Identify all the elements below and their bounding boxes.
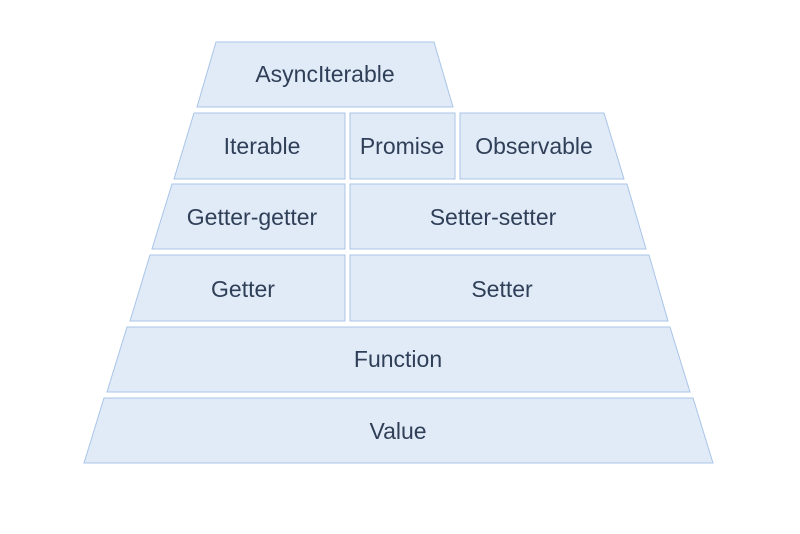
block-value-shape <box>83 397 714 464</box>
block-observable-label: Observable <box>475 133 593 159</box>
block-setter-setter-label: Setter-setter <box>430 204 557 230</box>
block-observable: Observable <box>459 112 625 180</box>
block-asynciterable-shape <box>196 41 454 108</box>
block-promise-shape <box>349 112 456 180</box>
block-function: Function <box>106 326 691 393</box>
block-function-label: Function <box>354 346 442 372</box>
block-asynciterable-label: AsyncIterable <box>255 61 394 87</box>
block-promise: Promise <box>349 112 456 180</box>
block-promise-label: Promise <box>360 133 444 159</box>
block-value: Value <box>83 397 714 464</box>
block-getter-getter-shape <box>151 183 346 250</box>
block-getter-getter: Getter-getter <box>151 183 346 250</box>
block-value-label: Value <box>369 418 426 444</box>
block-getter-shape <box>129 254 346 322</box>
block-setter: Setter <box>349 254 669 322</box>
block-getter: Getter <box>129 254 346 322</box>
block-getter-label: Getter <box>211 276 275 302</box>
block-getter-getter-label: Getter-getter <box>187 204 318 230</box>
block-function-shape <box>106 326 691 393</box>
block-setter-setter-shape <box>349 183 647 250</box>
block-setter-label: Setter <box>471 276 533 302</box>
block-iterable-label: Iterable <box>224 133 301 159</box>
block-setter-shape <box>349 254 669 322</box>
block-asynciterable: AsyncIterable <box>196 41 454 108</box>
block-iterable-shape <box>173 112 346 180</box>
block-observable-shape <box>459 112 625 180</box>
block-setter-setter: Setter-setter <box>349 183 647 250</box>
block-iterable: Iterable <box>173 112 346 180</box>
